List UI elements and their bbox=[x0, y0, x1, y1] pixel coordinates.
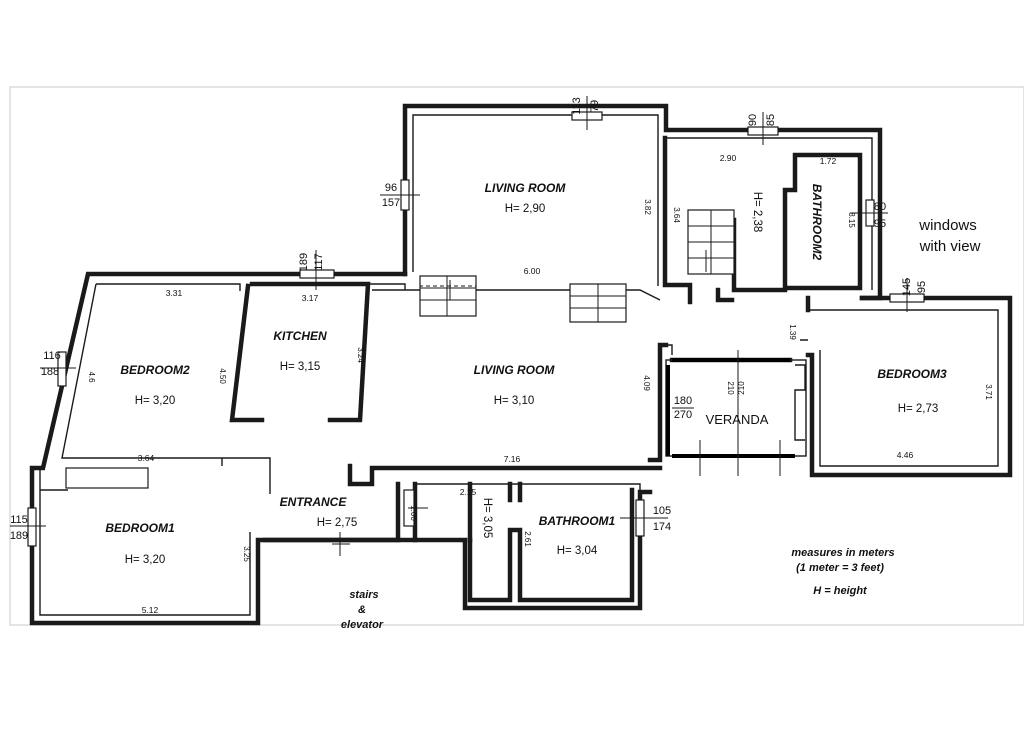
window-width: 116 bbox=[43, 350, 61, 362]
window-height: 117 bbox=[313, 253, 325, 271]
room-bedroom2: BEDROOM2 H= 3,20 3.31 4.6 3.64 bbox=[87, 288, 190, 463]
dim: 3.25 bbox=[242, 546, 251, 562]
page-frame bbox=[9, 86, 1024, 626]
dim: 2.61 bbox=[523, 531, 532, 547]
dim: 270 bbox=[674, 409, 692, 421]
dim: 3.31 bbox=[166, 288, 183, 298]
window-bathroom1: 105 174 bbox=[653, 505, 671, 533]
window-bedroom3: 145 95 bbox=[901, 278, 928, 296]
room-veranda: VERANDA 210 210 180 270 bbox=[672, 381, 769, 427]
window-height: 189 bbox=[10, 530, 28, 542]
dim: 3.24 bbox=[356, 347, 365, 363]
dim: 3.71 bbox=[984, 384, 993, 400]
room-height: H= 3,05 bbox=[481, 498, 493, 539]
window-width: 145 bbox=[901, 278, 913, 296]
window-height: 174 bbox=[653, 521, 671, 533]
room-name: BATHROOM2 bbox=[810, 184, 824, 261]
legend-conversion: (1 meter = 3 feet) bbox=[796, 562, 884, 574]
dim: 5.12 bbox=[142, 605, 159, 615]
dim: 1.72 bbox=[820, 156, 837, 166]
stairs-label-line2: & bbox=[358, 604, 366, 616]
window-width: 105 bbox=[653, 505, 671, 517]
window-height: 95 bbox=[874, 218, 886, 230]
dim: 4.50 bbox=[218, 368, 227, 384]
room-bedroom3: BEDROOM3 H= 2,73 3.71 4.46 bbox=[877, 367, 993, 460]
window-width: 113 bbox=[571, 97, 583, 115]
stairs-label-line3: elevator bbox=[341, 619, 384, 631]
window-width: 115 bbox=[10, 514, 28, 526]
room-name: ENTRANCE bbox=[280, 495, 348, 509]
room-height: H= 3,20 bbox=[125, 554, 166, 566]
dim: 4.09 bbox=[642, 375, 651, 391]
window-width: 90 bbox=[747, 114, 759, 126]
window-height: 188 bbox=[41, 366, 59, 378]
dim: 3.82 bbox=[643, 199, 652, 215]
room-height: H= 2,73 bbox=[898, 403, 939, 415]
window-width: 80 bbox=[874, 201, 886, 213]
room-bedroom1: BEDROOM1 H= 3,20 3.25 5.12 bbox=[105, 521, 251, 615]
stairs-label-line1: stairs bbox=[349, 589, 378, 601]
window-width: 96 bbox=[385, 182, 397, 194]
room-height: H= 2,75 bbox=[317, 517, 358, 529]
window-bedroom2: 116 188 bbox=[41, 350, 61, 378]
window-marks bbox=[10, 96, 925, 547]
legend-height: H = height bbox=[813, 585, 868, 597]
dim: 1.39 bbox=[788, 324, 797, 340]
dim: 210 bbox=[726, 381, 735, 395]
dim: 210 bbox=[737, 381, 746, 395]
window-height: 157 bbox=[382, 197, 400, 209]
view-note-line1: windows bbox=[918, 217, 977, 234]
dim: 7.16 bbox=[504, 454, 521, 464]
room-name: BATHROOM1 bbox=[539, 514, 616, 528]
dim: 180 bbox=[674, 395, 692, 407]
room-name: BEDROOM1 bbox=[105, 521, 175, 535]
door-marks bbox=[332, 250, 707, 556]
room-name: BEDROOM2 bbox=[120, 363, 190, 377]
dim: 4.46 bbox=[897, 450, 914, 460]
room-name: LIVING ROOM bbox=[485, 181, 567, 195]
room-height: H= 3,04 bbox=[557, 545, 598, 557]
dim: 2.15 bbox=[460, 487, 477, 497]
room-living-main: LIVING ROOM H= 3,10 4.09 7.16 bbox=[474, 363, 651, 464]
room-name: BEDROOM3 bbox=[877, 367, 947, 381]
dim: 6.00 bbox=[524, 266, 541, 276]
room-height: H= 3,10 bbox=[494, 395, 535, 407]
room-kitchen: KITCHEN H= 3,15 3.17 3.24 4.50 bbox=[218, 293, 365, 384]
window-height: 79 bbox=[589, 100, 601, 112]
dim: 2.90 bbox=[720, 153, 737, 163]
dim: 3.64 bbox=[672, 207, 681, 223]
room-entrance: ENTRANCE H= 2,75 1.00 2.15 bbox=[280, 487, 477, 529]
legend-measures: measures in meters bbox=[791, 547, 894, 559]
walls bbox=[29, 103, 1013, 626]
window-height: 85 bbox=[765, 114, 777, 126]
dim: 8.15 bbox=[847, 212, 856, 228]
room-height: H= 3,20 bbox=[135, 395, 176, 407]
dim: 3.64 bbox=[138, 453, 155, 463]
dim: 4.6 bbox=[87, 371, 96, 383]
window-height: 95 bbox=[916, 281, 928, 293]
room-height: H= 2,90 bbox=[505, 203, 546, 215]
window-width: 189 bbox=[298, 253, 310, 271]
window-living-left: 96 157 bbox=[382, 182, 400, 209]
dim: 1.00 bbox=[409, 505, 418, 521]
window-living-top: 113 79 bbox=[571, 97, 601, 115]
window-kitchen: 189 117 bbox=[298, 253, 325, 271]
window-bedroom1: 115 189 bbox=[10, 514, 28, 542]
room-bathroom1: BATHROOM1 H= 3,04 2.61 bbox=[523, 514, 616, 557]
room-name: KITCHEN bbox=[273, 329, 327, 343]
window-bath2-right: 80 95 bbox=[874, 201, 886, 230]
room-name: LIVING ROOM bbox=[474, 363, 556, 377]
stairs-upper bbox=[419, 209, 735, 323]
dim: 3.17 bbox=[302, 293, 319, 303]
view-note-line2: with view bbox=[919, 238, 981, 255]
room-hall-small: H= 3,05 bbox=[481, 498, 493, 539]
room-height: H= 3,15 bbox=[280, 361, 321, 373]
room-living-upper: LIVING ROOM H= 2,90 3.82 6.00 bbox=[485, 181, 652, 276]
room-height: H= 2,38 bbox=[751, 192, 763, 233]
window-bath2-top: 90 85 bbox=[747, 114, 777, 126]
room-bathroom2: BATHROOM2 H= 2,38 2.90 1.72 3.64 8.15 1.… bbox=[672, 153, 856, 340]
room-name: VERANDA bbox=[706, 412, 769, 427]
